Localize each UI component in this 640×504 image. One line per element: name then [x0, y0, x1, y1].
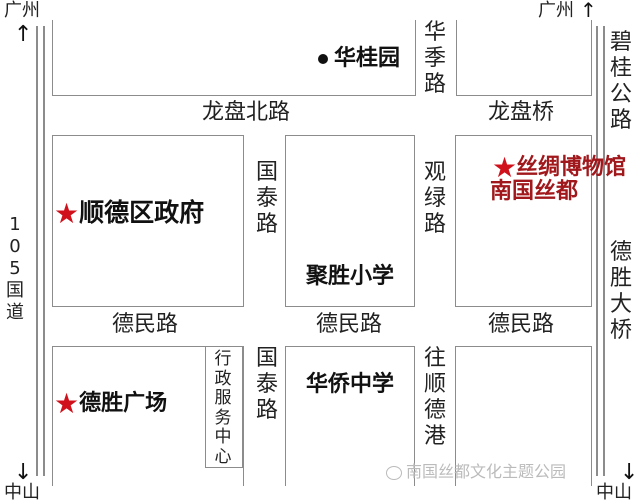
national-road-105-label: 105国道	[6, 214, 24, 323]
right-highway-line-outer	[603, 26, 605, 476]
star-icon: ★	[492, 151, 518, 184]
bottom-left-destination-label: 中山	[4, 482, 40, 503]
block-jusheng	[285, 135, 415, 307]
longpan-north-road-label: 龙盘北路	[202, 100, 291, 125]
national-road-105-line-left	[36, 26, 38, 476]
top-left-destination-label: 广州	[4, 0, 40, 21]
dot-marker-icon	[318, 54, 328, 64]
star-icon: ★	[54, 387, 80, 420]
huaji-road-label: 华季路	[423, 20, 446, 97]
demin-road-label-mid: 德民路	[316, 312, 383, 337]
silk-museum-label: 丝绸博物馆	[516, 156, 626, 180]
guanlu-road-label: 观绿路	[423, 160, 446, 237]
desheng-bridge-label: 德胜大桥	[609, 240, 632, 343]
admin-center-box	[205, 346, 243, 468]
guotai-road-lower-label: 国泰路	[255, 346, 278, 423]
arrow-down-icon: ↓	[14, 460, 33, 485]
watermark-text: 南国丝都文化主题公园	[406, 462, 567, 481]
huaguiyuan-poi: 华桂园	[318, 48, 400, 70]
arrow-up-icon: ↑	[14, 22, 33, 47]
star-icon: ★	[54, 197, 80, 230]
district-government-poi: ★顺德区政府	[54, 200, 204, 228]
silk-museum-sub-label: 南国丝都	[490, 180, 578, 204]
district-government-label: 顺德区政府	[79, 198, 205, 227]
wechat-icon	[386, 465, 402, 480]
to-shunde-port-label: 往顺德港	[423, 346, 446, 449]
arrow-down-icon: ↓	[620, 460, 639, 485]
demin-road-label-right: 德民路	[488, 312, 555, 337]
block-silk-museum	[455, 135, 592, 307]
watermark: 南国丝都文化主题公园	[386, 464, 566, 480]
top-right-destination-label: 广州	[538, 0, 574, 21]
longpan-bridge-label: 龙盘桥	[488, 100, 555, 125]
desheng-plaza-poi: ★德胜广场	[54, 390, 167, 418]
huaguiyuan-label: 华桂园	[334, 46, 401, 71]
block-top-right	[456, 20, 592, 96]
block-gov	[52, 135, 244, 307]
desheng-plaza-label: 德胜广场	[79, 391, 168, 416]
block-huaqiao	[285, 346, 415, 486]
admin-center-label: 行政服务中心	[214, 349, 232, 467]
right-highway-line	[596, 26, 598, 476]
demin-road-label-left: 德民路	[112, 312, 179, 337]
arrow-up-icon: ↑	[580, 0, 597, 22]
block-top-left	[52, 20, 416, 96]
huaqiao-school-label: 华侨中学	[306, 372, 395, 397]
block-bottom-right	[455, 346, 592, 486]
bottom-right-destination-label: 中山	[596, 482, 632, 503]
guotai-road-upper-label: 国泰路	[255, 160, 278, 237]
jusheng-school-label: 聚胜小学	[306, 264, 395, 289]
bigui-road-label: 碧桂公路	[609, 30, 632, 133]
national-road-105-line-right	[43, 26, 45, 476]
silk-museum-star: ★	[492, 154, 517, 182]
